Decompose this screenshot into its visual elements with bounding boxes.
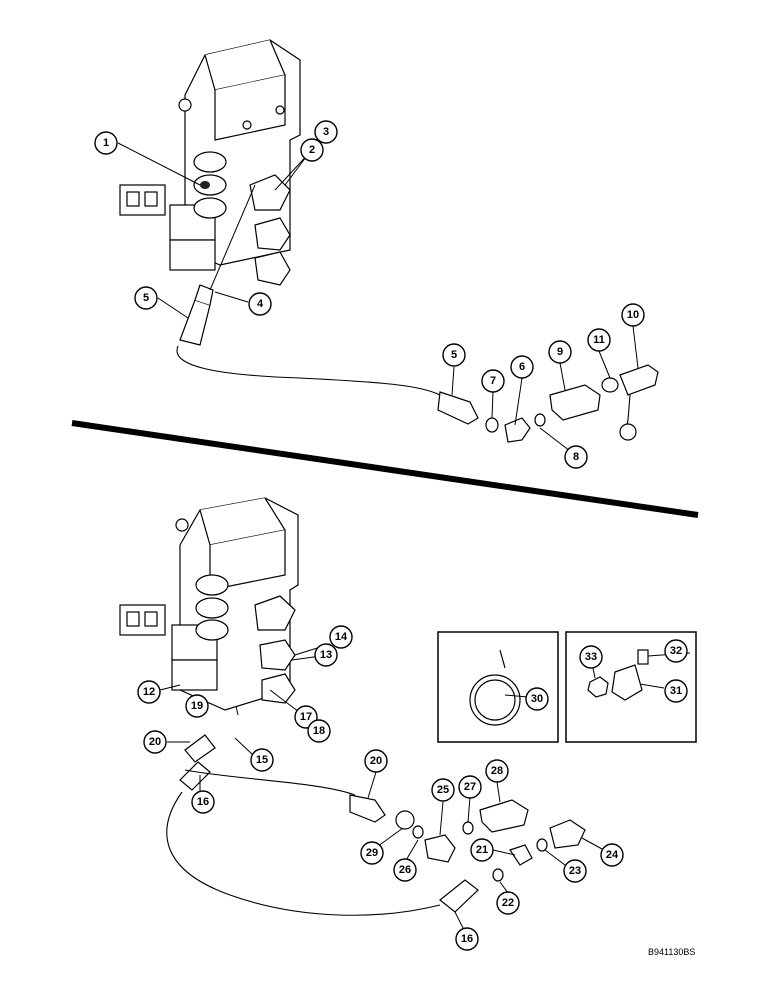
- valve-assembly-top: [119, 39, 301, 286]
- callout-12: 12: [137, 680, 161, 704]
- callout-20-left: 20: [143, 730, 167, 754]
- callout-5-top-left: 5: [134, 286, 158, 310]
- callout-9: 9: [548, 340, 572, 364]
- svg-text:13: 13: [320, 649, 332, 661]
- svg-text:24: 24: [606, 849, 619, 861]
- inset-clamp-band: [437, 631, 559, 743]
- callout-16-lower: 16: [455, 927, 479, 951]
- svg-text:11: 11: [593, 334, 605, 346]
- callout-21: 21: [470, 838, 494, 862]
- svg-text:8: 8: [573, 451, 579, 463]
- callout-2: 2: [300, 138, 324, 162]
- callout-27: 27: [458, 775, 482, 799]
- callout-14: 14: [329, 625, 353, 649]
- svg-text:27: 27: [464, 781, 476, 793]
- callout-22: 22: [496, 891, 520, 915]
- svg-text:5: 5: [451, 349, 457, 361]
- coupler-group-bottom: [349, 794, 586, 913]
- callout-25: 25: [431, 778, 455, 802]
- callout-3: 3: [314, 120, 338, 144]
- svg-text:14: 14: [335, 631, 348, 643]
- callout-10: 10: [621, 303, 645, 327]
- svg-text:10: 10: [627, 309, 639, 321]
- callout-32: 32: [664, 639, 688, 663]
- svg-text:30: 30: [531, 693, 543, 705]
- svg-text:26: 26: [399, 864, 411, 876]
- callout-24: 24: [600, 843, 624, 867]
- svg-text:25: 25: [437, 784, 449, 796]
- callout-16-upper: 16: [191, 790, 215, 814]
- callout-20-right: 20: [364, 749, 388, 773]
- hose-fitting-bottom-left: [166, 734, 441, 916]
- callout-31: 31: [664, 679, 688, 703]
- callout-7: 7: [481, 369, 505, 393]
- svg-text:15: 15: [256, 754, 268, 766]
- svg-text:2: 2: [309, 144, 315, 156]
- callout-11: 11: [587, 328, 611, 352]
- callout-4: 4: [248, 292, 272, 316]
- callout-29: 29: [360, 841, 384, 865]
- callout-13: 13: [314, 643, 338, 667]
- callout-30: 30: [525, 687, 549, 711]
- callout-33: 33: [579, 645, 603, 669]
- svg-text:17: 17: [300, 711, 312, 723]
- callout-28: 28: [485, 759, 509, 783]
- svg-text:20: 20: [370, 755, 382, 767]
- hose-fitting-top-left: [176, 284, 441, 396]
- callout-19: 19: [185, 694, 209, 718]
- svg-text:5: 5: [143, 292, 149, 304]
- callout-1: 1: [94, 131, 118, 155]
- svg-text:18: 18: [313, 725, 325, 737]
- svg-text:31: 31: [670, 685, 682, 697]
- svg-text:16: 16: [461, 933, 473, 945]
- svg-text:12: 12: [143, 686, 155, 698]
- callout-26: 26: [393, 858, 417, 882]
- callout-15: 15: [250, 748, 274, 772]
- section-divider: [71, 420, 699, 518]
- svg-text:9: 9: [557, 346, 563, 358]
- leader-lines: [117, 136, 691, 933]
- svg-text:7: 7: [490, 375, 496, 387]
- svg-text:21: 21: [476, 844, 488, 856]
- coupler-group-top: [437, 364, 659, 443]
- svg-text:19: 19: [191, 700, 203, 712]
- svg-text:16: 16: [197, 796, 209, 808]
- svg-text:22: 22: [502, 897, 514, 909]
- svg-text:1: 1: [103, 137, 109, 149]
- svg-text:32: 32: [670, 645, 682, 657]
- valve-assembly-bottom: [119, 497, 299, 711]
- svg-text:4: 4: [257, 298, 264, 310]
- callout-23: 23: [563, 859, 587, 883]
- svg-text:33: 33: [585, 651, 597, 663]
- svg-text:28: 28: [491, 765, 503, 777]
- callout-6: 6: [510, 355, 534, 379]
- callout-5-top-right: 5: [442, 343, 466, 367]
- callout-18: 18: [307, 719, 331, 743]
- svg-text:23: 23: [569, 865, 581, 877]
- callout-8: 8: [564, 445, 588, 469]
- svg-text:29: 29: [366, 847, 378, 859]
- svg-text:20: 20: [149, 736, 161, 748]
- reference-code: B941130BS: [648, 947, 695, 957]
- svg-text:6: 6: [519, 361, 525, 373]
- svg-text:3: 3: [323, 126, 329, 138]
